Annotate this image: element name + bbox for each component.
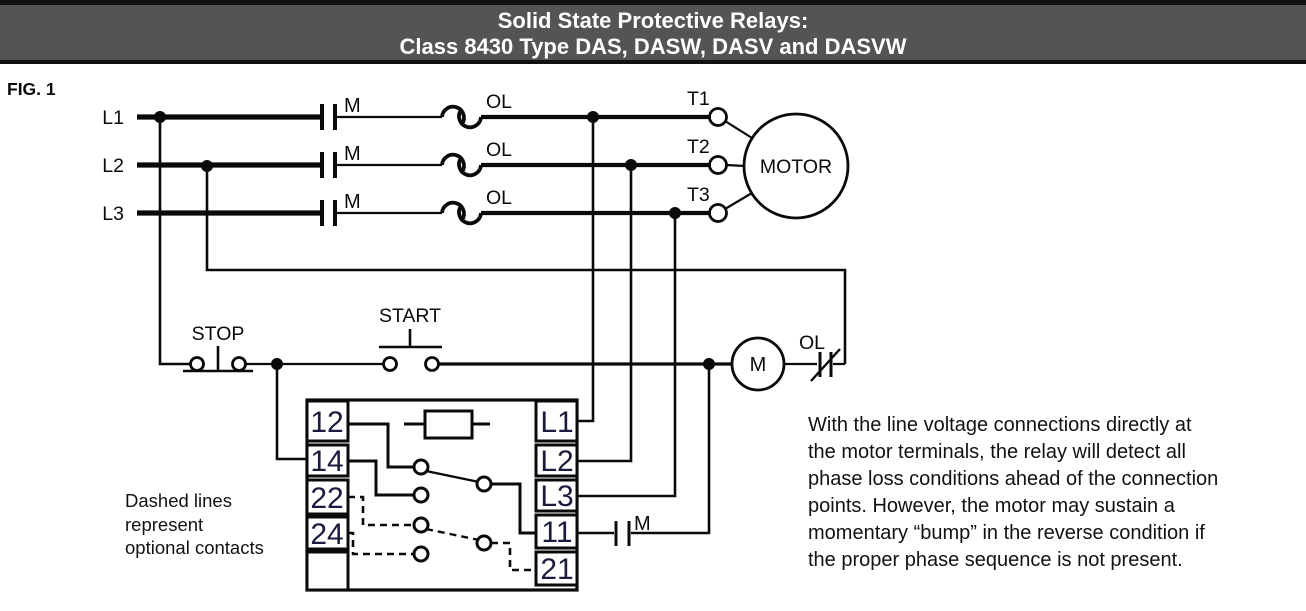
dashed-lines-note: Dashed lines represent optional contacts [125, 489, 264, 560]
terminal-label-t2: T2 [687, 136, 710, 158]
m-seal-in-contact: M [614, 513, 651, 546]
relay-box: 12 14 22 24 L1 L2 L3 11 21 [305, 398, 579, 592]
start-label: START [379, 305, 441, 327]
terminal-label-12: 12 [310, 406, 343, 439]
overload-label: OL [799, 332, 825, 354]
note-line: represent [125, 513, 204, 535]
line-label-l1: L1 [102, 107, 124, 129]
internal-element [404, 409, 490, 440]
stop-label: STOP [192, 323, 245, 345]
terminal-t1 [708, 107, 728, 127]
motor-label: MOTOR [760, 156, 832, 178]
start-pushbutton: START [379, 305, 442, 372]
seal-in-contact-label: M [634, 513, 651, 535]
m-contact-symbol [320, 104, 337, 130]
figure-label: FIG. 1 [7, 79, 56, 99]
terminal-label-l2: L2 [540, 445, 573, 478]
power-line-l3: L3 M OL T3 [102, 184, 753, 226]
power-line-l2: L2 M OL T2 [102, 136, 746, 178]
relay-external-wiring: M [577, 117, 711, 546]
junction-dot [201, 160, 213, 172]
coil-label: M [750, 354, 767, 376]
description-line: the motor terminals, the relay will dete… [808, 441, 1186, 463]
note-line: Dashed lines [125, 490, 232, 511]
motor-lead [724, 120, 753, 139]
overload-label: OL [486, 91, 512, 113]
internal-contact-solid [348, 422, 537, 535]
terminal-label-l1: L1 [540, 406, 573, 439]
terminal-cell-blank [305, 550, 350, 592]
wire-to-terminal-14 [275, 364, 307, 461]
terminal-label-22: 22 [310, 482, 343, 515]
motor-lead [725, 163, 746, 168]
terminal-cell-14 [305, 443, 350, 478]
m-coil: M [730, 336, 786, 392]
m-contact-symbol [320, 152, 337, 178]
terminal-label-t3: T3 [687, 184, 710, 206]
description-line: With the line voltage connections direct… [808, 414, 1192, 436]
terminal-label-l3: L3 [540, 480, 573, 513]
terminal-label-11: 11 [541, 516, 572, 549]
overload-label: OL [486, 139, 512, 161]
motor: MOTOR [742, 112, 850, 220]
terminal-cell-11 [534, 513, 579, 550]
terminal-cell-l2 [534, 443, 579, 478]
terminal-cell-22 [305, 478, 350, 516]
description-line: points. However, the motor may sustain a [808, 495, 1175, 517]
m-contact-symbol [320, 200, 337, 226]
motor-circle [742, 112, 850, 220]
line-label-l2: L2 [102, 155, 124, 177]
m-contact-label: M [344, 95, 361, 117]
note-line: optional contacts [125, 537, 264, 558]
terminal-cell-21 [534, 550, 579, 587]
relay-right-terminals: L1 L2 L3 11 21 [534, 399, 579, 587]
terminal-cell-l3 [534, 478, 579, 513]
title-line-1: Solid State Protective Relays: [497, 8, 809, 33]
description-line: phase loss conditions ahead of the conne… [808, 468, 1219, 490]
junction-dot [154, 111, 166, 123]
overload-nc-contact: OL [799, 332, 841, 382]
overload-heater-symbol [440, 152, 483, 178]
control-circuit: STOP START M OL [154, 111, 847, 461]
title-bar: Solid State Protective Relays: Class 843… [0, 0, 1306, 64]
power-line-l1: L1 M OL T1 [102, 88, 753, 139]
overload-heater-symbol [440, 104, 483, 130]
overload-label: OL [486, 187, 512, 209]
right-rail [205, 166, 847, 364]
wire-terminal-11 [631, 364, 711, 535]
relay-left-terminals: 12 14 22 24 [305, 399, 350, 592]
overload-heater-symbol [440, 200, 483, 226]
title-line-2: Class 8430 Type DAS, DASW, DASV and DASV… [399, 34, 907, 59]
wire-relay-l1 [577, 117, 595, 423]
wire-relay-l2 [577, 165, 633, 463]
terminal-cell-12 [305, 399, 350, 443]
m-contact-label: M [344, 191, 361, 213]
terminal-label-t1: T1 [687, 88, 710, 110]
terminal-cell-24 [305, 515, 350, 551]
left-rail [158, 117, 191, 366]
line-label-l3: L3 [102, 203, 124, 225]
stop-pushbutton: STOP [183, 323, 253, 373]
terminal-label-14: 14 [310, 445, 343, 478]
terminal-t3 [708, 203, 728, 223]
wire-relay-l3 [577, 213, 677, 498]
terminal-t2 [708, 155, 728, 175]
description-line: momentary “bump” in the reverse conditio… [808, 522, 1205, 544]
terminal-label-24: 24 [310, 518, 343, 551]
internal-contact-optional [348, 495, 537, 572]
terminal-cell-l1 [534, 399, 579, 443]
description-paragraph: With the line voltage connections direct… [808, 412, 1306, 574]
m-contact-label: M [344, 143, 361, 165]
motor-lead [724, 192, 753, 210]
description-line: the proper phase sequence is not present… [808, 549, 1183, 571]
terminal-label-21: 21 [540, 553, 573, 586]
